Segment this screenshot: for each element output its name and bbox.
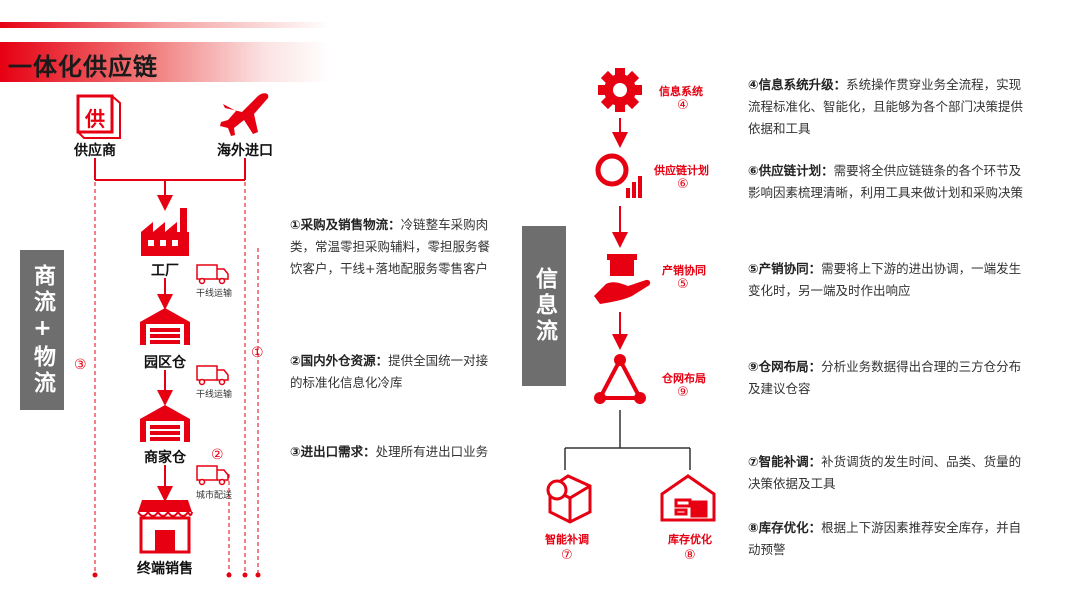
left-desc-3-head: ③进出口需求： (290, 444, 376, 459)
num-left-3: ③ (74, 357, 87, 373)
truck2-label: 干线运输 (196, 390, 233, 400)
truck-icon-1 (196, 264, 229, 285)
retail-label: 终端销售 (137, 561, 193, 577)
right-desc-6: ⑥供应链计划：需要将全供应链链条的各个环节及影响因素梳理清晰，利用工具来做计划和… (748, 160, 1028, 204)
right-desc-7-head: ⑦智能补调： (748, 454, 822, 469)
node-num-smart-replenish: ⑦ (561, 548, 573, 563)
right-desc-7-body: 补货调货的发生时间、品类、货量的决策依据及工具 (748, 454, 1022, 491)
right-desc-9-head: ⑨仓网布局： (748, 359, 822, 374)
left-desc-2-head: ②国内外仓资源： (290, 353, 389, 368)
gear-icon (598, 68, 642, 112)
factory-label: 工厂 (151, 263, 179, 279)
right-desc-4: ④信息系统升级：系统操作贯穿业务全流程，实现流程标准化、智能化，且能够为各个部门… (748, 74, 1028, 140)
left-desc-1-head: ①采购及销售物流： (290, 217, 401, 232)
node-label-supply-plan: 供应链计划 (654, 164, 709, 177)
right-desc-4-head: ④信息系统升级： (748, 77, 847, 92)
node-num-inventory-opt: ⑧ (684, 548, 696, 563)
left-desc-1: ①采购及销售物流：冷链整车采购肉类，常温零担采购辅料，零担服务餐饮客户，干线+落… (290, 214, 490, 280)
left-desc-2: ②国内外仓资源：提供全国统一对接的标准化信息化冷库 (290, 350, 490, 394)
node-num-supply-plan: ⑥ (677, 177, 689, 192)
box-exchange-icon (546, 474, 592, 524)
node-num-warehouse-network: ⑨ (677, 385, 689, 400)
shop-icon (137, 500, 193, 554)
warehouse-box-icon (660, 474, 716, 522)
hand-box-icon (594, 254, 651, 304)
merchant-warehouse-label: 商家仓 (144, 450, 186, 466)
supplier-icon (76, 94, 121, 139)
num-right-2: ② (211, 447, 224, 463)
node-num-info-system: ④ (677, 98, 689, 113)
right-desc-4-body: 系统操作贯穿业务全流程，实现流程标准化、智能化，且能够为各个部门决策提供依据和工… (748, 77, 1024, 136)
node-label-warehouse-network: 仓网布局 (662, 372, 706, 385)
truck-icon-2 (196, 365, 229, 386)
node-label-smart-replenish: 智能补调 (545, 533, 589, 546)
park-warehouse-icon (140, 308, 190, 345)
right-desc-5-head: ⑤产销协同： (748, 261, 822, 276)
airplane-icon (220, 93, 269, 136)
truck1-label: 干线运输 (196, 289, 233, 299)
factory-icon (141, 208, 189, 256)
title-accent-bar (0, 22, 330, 28)
supplier-glyph: 供 (85, 107, 105, 131)
merchant-warehouse-icon (140, 405, 190, 442)
right-desc-9-body: 分析业务数据得出合理的三方仓分布及建议仓容 (748, 359, 1022, 396)
planning-chart-icon (595, 153, 642, 198)
node-label-production-sales: 产销协同 (662, 264, 706, 277)
node-label-info-system: 信息系统 (659, 85, 703, 98)
node-label-inventory-opt: 库存优化 (668, 533, 712, 546)
truck3-label: 城市配送 (196, 491, 233, 501)
triangle-network-icon (594, 354, 646, 404)
right-desc-7: ⑦智能补调：补货调货的发生时间、品类、货量的决策依据及工具 (748, 451, 1028, 495)
right-desc-8: ⑧库存优化：根据上下游因素推荐安全库存，并自动预警 (748, 517, 1028, 561)
park-warehouse-label: 园区仓 (144, 355, 186, 371)
truck-icon-3 (196, 465, 229, 486)
num-right-1: ① (251, 345, 264, 361)
right-desc-5-body: 需要将上下游的进出协调，一端发生变化时，另一端及时作出响应 (748, 261, 1022, 298)
page-title: 一体化供应链 (8, 53, 158, 81)
left-desc-3-body: 处理所有进出口业务 (375, 444, 489, 459)
right-desc-5: ⑤产销协同：需要将上下游的进出协调，一端发生变化时，另一端及时作出响应 (748, 258, 1028, 302)
side-block-information-flow: 信息流 (522, 226, 566, 386)
right-desc-8-head: ⑧库存优化： (748, 520, 822, 535)
page-title-banner: 一体化供应链 (0, 42, 330, 82)
side-block-commerce-logistics: 商流+物流 (20, 250, 64, 410)
right-desc-6-body: 需要将全供应链链条的各个环节及影响因素梳理清晰，利用工具来做计划和采购决策 (748, 163, 1024, 200)
supplier-label: 供应商 (74, 143, 116, 159)
left-desc-1-body: 冷链整车采购肉类，常温零担采购辅料，零担服务餐饮客户，干线+落地配服务零售客户 (290, 217, 491, 276)
right-desc-8-body: 根据上下游因素推荐安全库存，并自动预警 (748, 520, 1022, 557)
left-desc-3: ③进出口需求：处理所有进出口业务 (290, 441, 490, 463)
right-desc-6-head: ⑥供应链计划： (748, 163, 834, 178)
node-num-production-sales: ⑤ (677, 277, 689, 292)
left-desc-2-body: 提供全国统一对接的标准化信息化冷库 (290, 353, 489, 390)
overseas-import-label: 海外进口 (217, 143, 273, 159)
right-desc-9: ⑨仓网布局：分析业务数据得出合理的三方仓分布及建议仓容 (748, 356, 1028, 400)
